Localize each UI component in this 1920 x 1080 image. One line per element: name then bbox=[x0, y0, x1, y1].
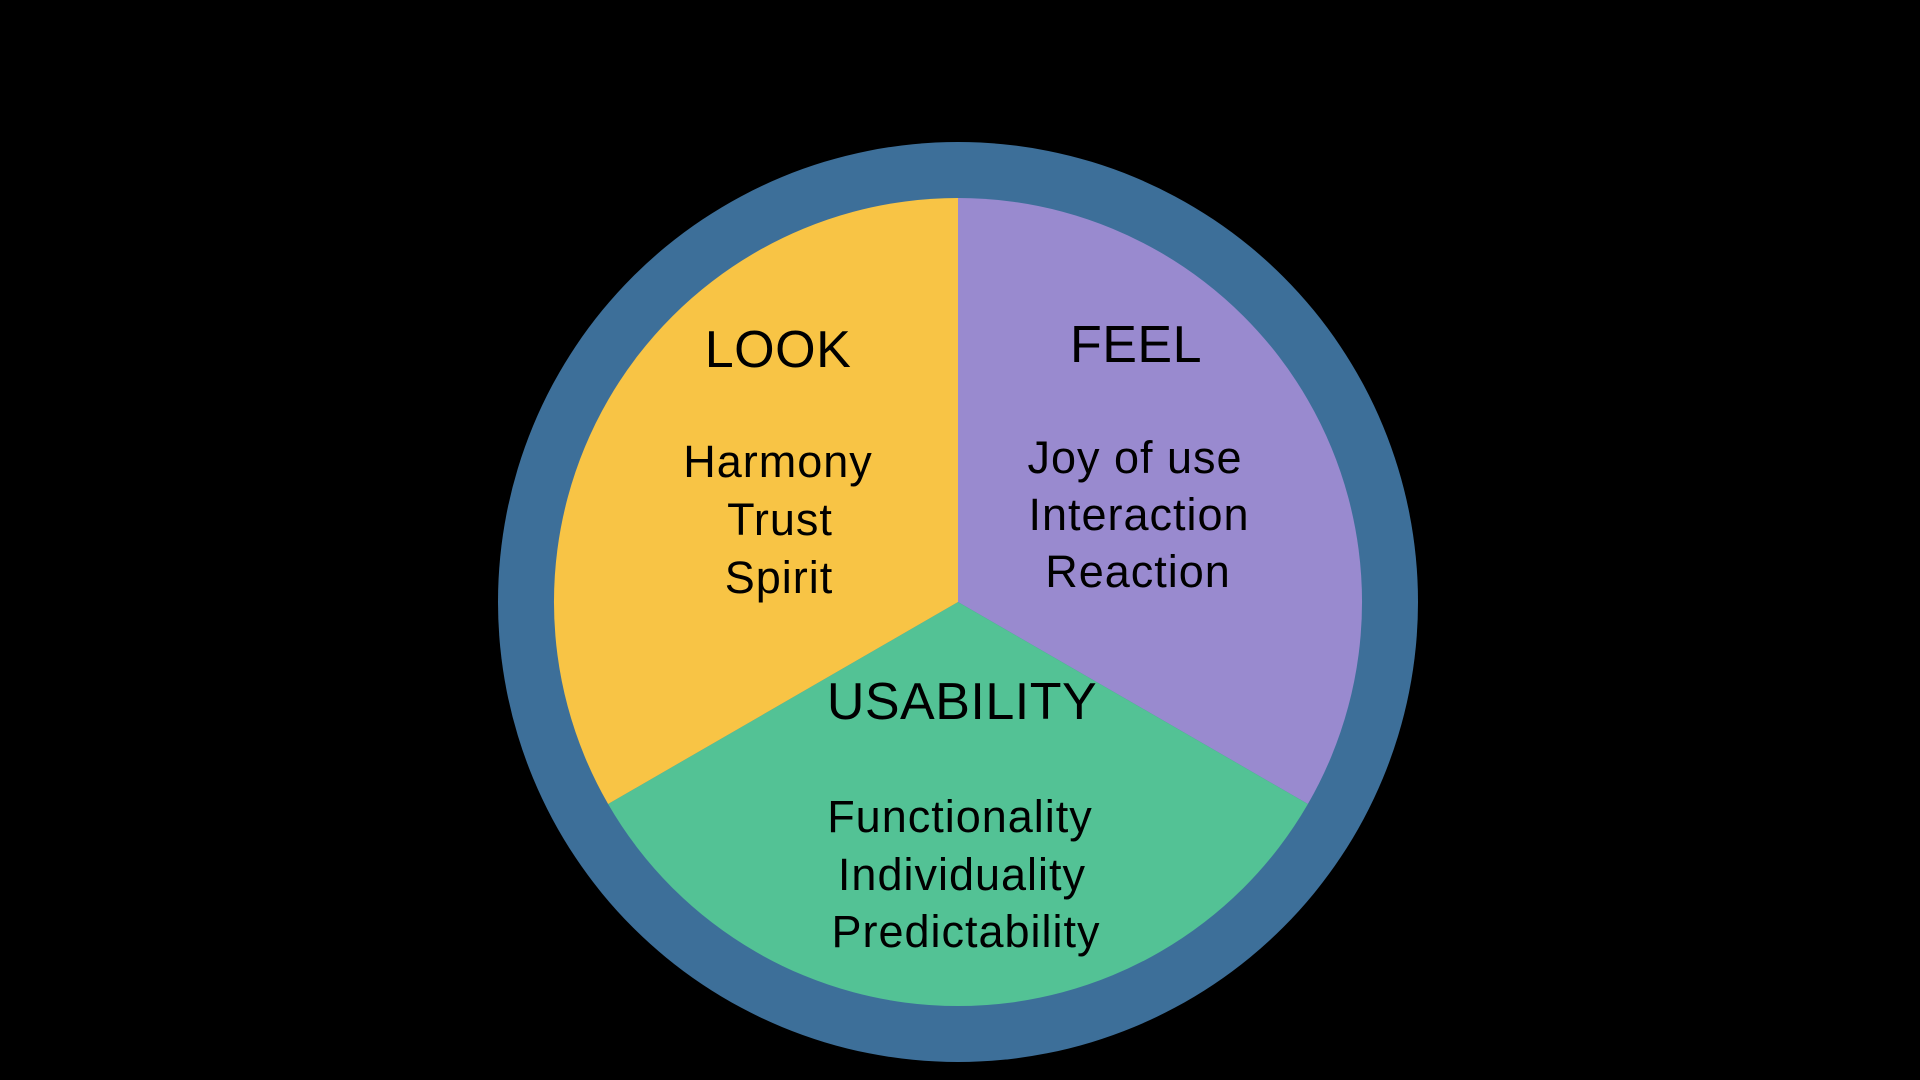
slice-look bbox=[553, 198, 958, 804]
feel-segment-item-2: Interaction bbox=[1028, 489, 1250, 540]
feel-segment-item-3: Reaction bbox=[1045, 546, 1231, 597]
slice-feel bbox=[958, 198, 1363, 804]
look-segment-item-1: Harmony bbox=[683, 436, 873, 487]
usability-segment-item-3: Predictability bbox=[831, 906, 1101, 957]
usability-segment-item-2: Individuality bbox=[837, 849, 1087, 900]
usability-segment-title: USABILITY bbox=[826, 673, 1098, 731]
look-segment-item-2: Trust bbox=[727, 494, 833, 545]
slice-usability bbox=[608, 602, 1308, 1007]
look-segment-title: LOOK bbox=[704, 321, 852, 379]
usability-segment-item-1: Functionality bbox=[827, 791, 1093, 842]
feel-segment-title: FEEL bbox=[1069, 316, 1203, 374]
look-segment-item-3: Spirit bbox=[724, 552, 834, 603]
feel-segment-item-1: Joy of use bbox=[1027, 432, 1243, 483]
